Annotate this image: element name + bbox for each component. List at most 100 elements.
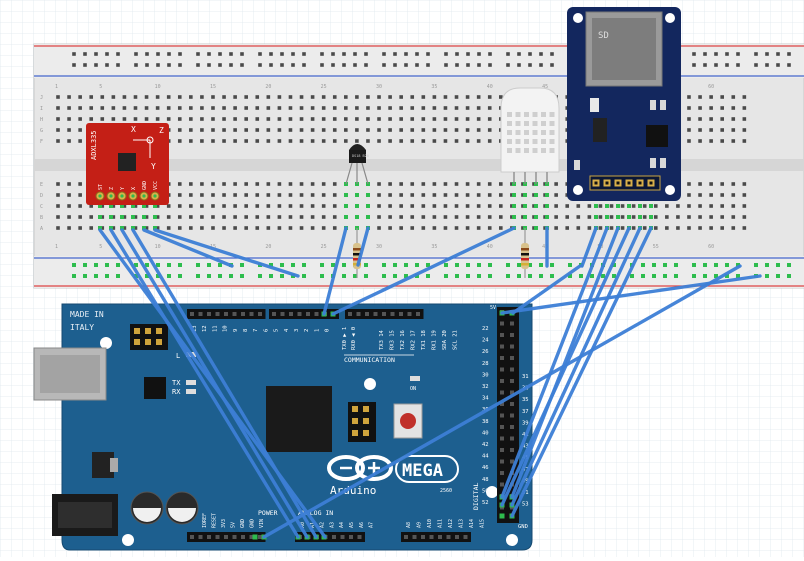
breadboard-hole: [277, 117, 282, 121]
breadboard-hole: [233, 193, 237, 197]
rail-hole: [393, 52, 397, 56]
breadboard-hole: [200, 128, 204, 132]
connected-hole: [627, 215, 631, 219]
header-pin: [510, 379, 514, 383]
breadboard-hole: [288, 204, 293, 208]
rail-connected-hole: [280, 274, 284, 278]
grille-slot: [549, 148, 555, 153]
connected-hole: [120, 204, 124, 208]
rail-hole: [714, 52, 718, 56]
breadboard-hole: [155, 215, 160, 219]
breadboard-hole: [554, 182, 558, 186]
column-number: 5: [99, 244, 102, 250]
breadboard-hole: [665, 215, 669, 219]
breadboard-hole: [67, 95, 71, 99]
breadboard-hole: [288, 226, 293, 230]
breadboard-hole: [698, 139, 702, 143]
icsp-pin: [363, 430, 369, 436]
breadboard-hole: [521, 215, 525, 219]
breadboard-hole: [687, 128, 691, 132]
header-pin: [348, 312, 352, 316]
rail-hole: [134, 63, 138, 67]
grille-slot: [524, 148, 529, 153]
connected-hole: [109, 226, 113, 230]
rail-hole: [506, 63, 510, 67]
breadboard-hole: [255, 139, 260, 143]
resistor-2-band-2: [521, 253, 529, 256]
breadboard-hole: [100, 204, 105, 208]
serial-pin-label: TX0 ▶ 1: [342, 327, 348, 350]
jumper-wire: [109, 228, 300, 539]
breadboard-hole: [731, 139, 736, 143]
row-letter: C: [40, 204, 43, 210]
rail-connected-hole: [404, 274, 408, 278]
connected-hole: [366, 204, 370, 208]
breadboard-hole: [177, 215, 182, 219]
analog-pin-label: A5: [349, 522, 355, 528]
top-power-rail: [34, 44, 804, 78]
header-pin: [232, 535, 237, 539]
breadboard-hole: [321, 106, 326, 110]
rail-hole: [393, 63, 397, 67]
breadboard-hole: [189, 117, 193, 121]
grille-slot: [549, 130, 555, 135]
right-header-left-label: 50: [482, 488, 489, 494]
connected-hole: [523, 204, 527, 208]
header-pin: [500, 482, 504, 487]
header-pin: [357, 535, 362, 539]
temperature-sensor: DS18 B20: [345, 144, 369, 185]
rail-connected-hole: [590, 274, 594, 278]
digital-pin-label: 9: [233, 329, 239, 332]
rail-connected-hole: [94, 263, 98, 267]
rail-connected-hole: [663, 274, 667, 278]
breadboard-hole: [432, 204, 437, 208]
header-pin: [500, 448, 504, 452]
breadboard-hole: [144, 95, 149, 99]
breadboard-hole: [211, 193, 215, 197]
breadboard-hole: [310, 215, 315, 219]
header-pin: [258, 535, 262, 539]
rail-hole: [725, 63, 729, 67]
analog-pin-label: A14: [469, 519, 475, 528]
rail-connected-hole: [488, 263, 492, 267]
breadboard-hole: [499, 215, 503, 219]
breadboard-hole: [443, 95, 448, 99]
breadboard-hole: [410, 215, 415, 219]
rail-hole: [692, 52, 696, 56]
breadboard-hole: [255, 226, 260, 230]
rail-hole: [488, 63, 492, 67]
breadboard-hole: [554, 193, 558, 197]
breadboard-hole: [177, 95, 182, 99]
breadboard-hole: [332, 128, 337, 132]
breadboard-hole: [576, 215, 581, 219]
connected-hole: [523, 215, 527, 219]
analog-pin-label: A6: [359, 522, 365, 528]
rail-hole: [415, 52, 419, 56]
right-header-right-label: 39: [522, 420, 529, 426]
breadboard-hole: [443, 204, 448, 208]
connected-hole: [355, 193, 359, 197]
jumper-wire: [510, 226, 620, 499]
breadboard-hole: [698, 226, 702, 230]
breadboard-hole: [100, 117, 105, 121]
breadboard-hole: [111, 95, 116, 99]
breadboard-hole: [288, 215, 293, 219]
breadboard-hole: [177, 204, 182, 208]
breadboard-hole: [565, 204, 570, 208]
breadboard-hole: [255, 215, 260, 219]
arduino-logo: [327, 455, 393, 481]
rail-hole: [692, 63, 696, 67]
breadboard-hole: [399, 106, 403, 110]
breadboard-hole: [266, 139, 271, 143]
breadboard-hole: [609, 226, 614, 230]
breadboard-hole: [244, 139, 248, 143]
wires: [98, 226, 762, 539]
rail-hole: [714, 63, 718, 67]
rail-hole: [426, 52, 430, 56]
breadboard-hole: [742, 193, 747, 197]
breadboard-hole: [255, 128, 260, 132]
rail-hole: [167, 52, 171, 56]
header-pin: [280, 312, 285, 316]
breadboard-hole: [476, 215, 481, 219]
reset-button-cap[interactable]: [400, 413, 416, 429]
